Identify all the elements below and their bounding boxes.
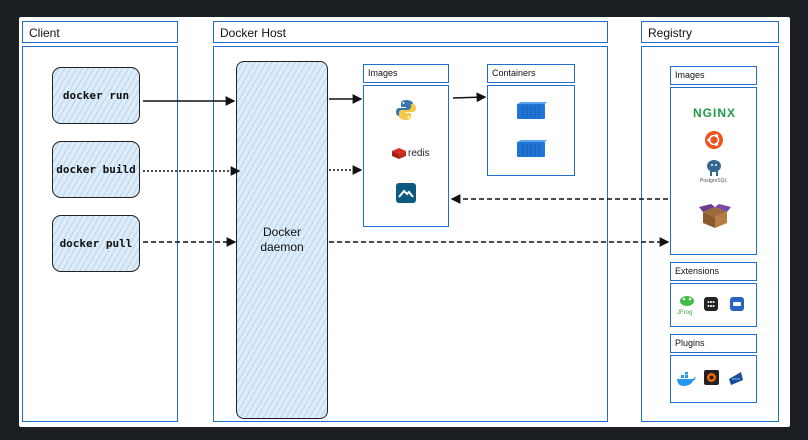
extension-disk-icon [730,297,744,311]
jfrog-icon [680,296,694,306]
connection-arrows [143,92,670,247]
client-header: Client [22,21,178,43]
extension-grid-icon [704,297,718,311]
docker-pull-command: docker pull [52,215,140,272]
host-images-panel [363,85,449,227]
postgresql-label: PostgreSQL [700,178,728,184]
docker-run-command: docker run [52,67,140,124]
registry-header: Registry [641,21,779,43]
nginx-logo: NGINX [693,106,737,120]
container-icon [517,102,547,119]
jfrog-label: JFrog [677,310,693,316]
registry-images-panel [670,87,757,255]
plugins-header: Plugins [670,334,757,353]
container-icon [517,140,547,157]
docker-whale-icon [677,372,696,386]
box-icon [699,204,731,228]
redis-icon [392,148,406,159]
docker-daemon: Docker daemon [236,61,328,419]
registry-images-header: Images [670,66,757,85]
daemon-label-line1: Docker [262,225,301,239]
host-images-header: Images [363,64,449,83]
registry-panel [641,46,779,422]
docker-host-panel [213,46,608,422]
plugin-cloud-icon [729,372,743,385]
grafana-icon [704,370,719,385]
diagram-canvas: Client Docker Host Registry docker run d… [19,17,790,427]
plugins-panel [670,355,757,403]
redis-label: redis [408,148,430,159]
alpine-icon [396,183,416,203]
containers-header: Containers [487,64,575,83]
daemon-label-line2: daemon [260,240,304,254]
docker-build-command: docker build [52,141,140,198]
extensions-header: Extensions [670,262,757,281]
extensions-panel [670,283,757,327]
docker-host-header: Docker Host [213,21,608,43]
postgresql-icon [707,160,721,176]
python-icon [396,100,416,120]
containers-panel [487,85,575,176]
ubuntu-icon [705,131,723,149]
client-panel [22,46,178,422]
